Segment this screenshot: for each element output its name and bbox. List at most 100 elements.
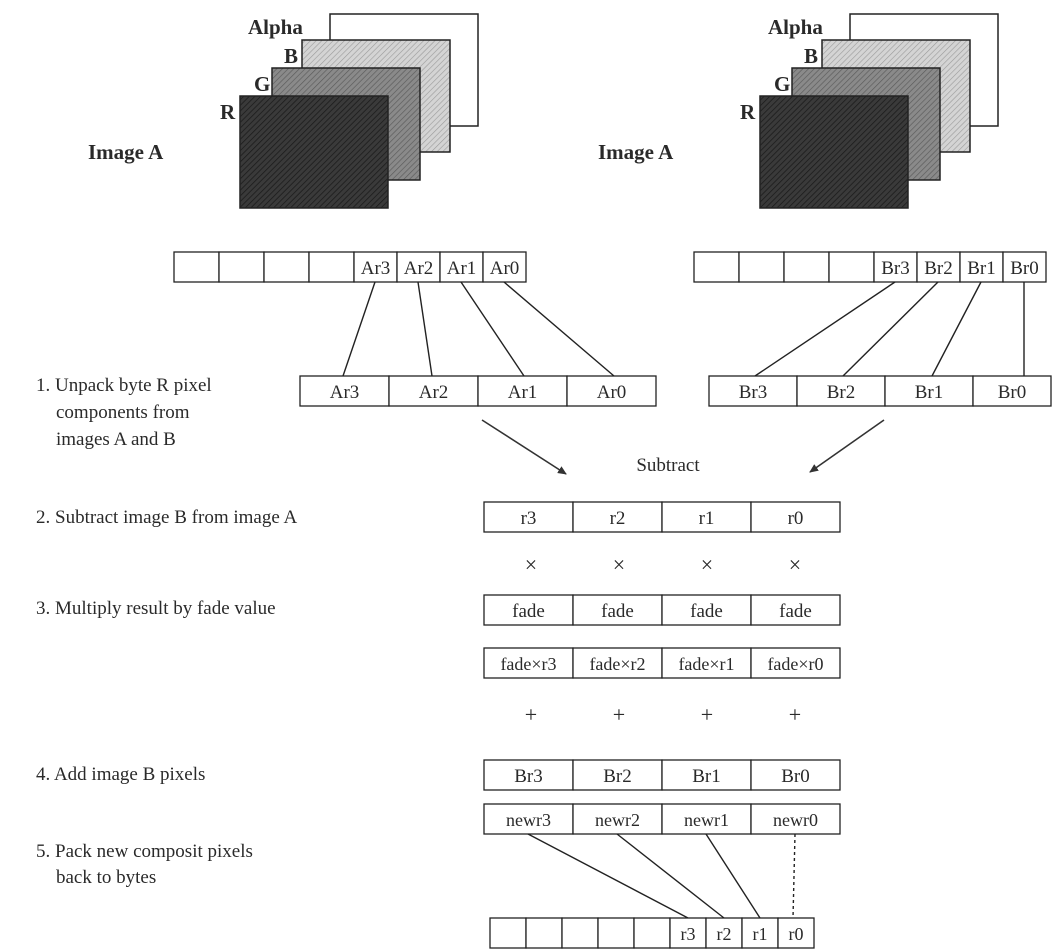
add-b-label: Br2 bbox=[603, 766, 632, 787]
step-1-line-2: components from bbox=[56, 402, 190, 423]
packed-label: r3 bbox=[681, 924, 696, 944]
unpacked-label: Ar1 bbox=[508, 382, 538, 403]
reg-cell bbox=[218, 251, 265, 283]
reg-cell-label: Ar3 bbox=[361, 258, 391, 279]
unpacked-label: Br1 bbox=[915, 382, 944, 403]
unpack-connectors-a bbox=[342, 281, 615, 377]
alpha-label: Alpha bbox=[248, 15, 303, 39]
fade-label: fade bbox=[601, 601, 634, 622]
reg-cell-label: Ar0 bbox=[490, 258, 520, 279]
fade-label: fade bbox=[512, 601, 545, 622]
add-b-cell bbox=[750, 759, 841, 791]
step-2: 2. Subtract image B from image A bbox=[36, 507, 297, 528]
unpack-connectors-b bbox=[754, 281, 1025, 377]
reg-cell-label: Ar2 bbox=[404, 258, 434, 279]
fade-cell bbox=[572, 594, 663, 626]
b-label: B bbox=[284, 44, 298, 68]
newr-label: newr2 bbox=[595, 810, 640, 830]
packed-label: r2 bbox=[717, 924, 732, 944]
diff-cell bbox=[483, 501, 574, 533]
packed-cell bbox=[561, 917, 599, 949]
product-row: fade×r3 fade×r2 fade×r1 fade×r0 bbox=[483, 647, 841, 679]
product-label: fade×r0 bbox=[767, 654, 823, 674]
multiply-symbol: × bbox=[789, 552, 801, 577]
plus-symbol: + bbox=[701, 702, 713, 727]
step-1-line-3: images A and B bbox=[56, 429, 176, 450]
unpacked-cell bbox=[796, 375, 886, 407]
packed-result-register: r3 r2 r1 r0 bbox=[489, 917, 815, 949]
plus-symbol: + bbox=[789, 702, 801, 727]
fade-cell bbox=[483, 594, 574, 626]
packed-cell bbox=[597, 917, 635, 949]
image-label-left: Image A bbox=[88, 140, 164, 164]
product-label: fade×r3 bbox=[500, 654, 556, 674]
reg-cell-label: Br2 bbox=[924, 258, 953, 279]
step-3: 3. Multiply result by fade value bbox=[36, 598, 276, 619]
arrow-a-to-subtract bbox=[481, 419, 567, 475]
diff-label: r0 bbox=[788, 508, 804, 529]
pack-connectors bbox=[527, 833, 796, 919]
step-5-line-2: back to bytes bbox=[56, 867, 156, 888]
step-descriptions: 1. Unpack byte R pixel components from i… bbox=[36, 375, 297, 888]
unpacked-label: Br2 bbox=[827, 382, 856, 403]
multiply-symbol: × bbox=[613, 552, 625, 577]
reg-cell bbox=[396, 251, 441, 283]
packed-cell bbox=[633, 917, 671, 949]
reg-cell bbox=[959, 251, 1004, 283]
multiply-symbol: × bbox=[701, 552, 713, 577]
reg-cell bbox=[828, 251, 875, 283]
step-5-line-1: 5. Pack new composit pixels bbox=[36, 841, 253, 862]
subtract-label: Subtract bbox=[636, 455, 700, 476]
unpacked-cell bbox=[299, 375, 390, 407]
plus-symbols: + + + + bbox=[525, 702, 801, 727]
reg-cell bbox=[916, 251, 961, 283]
diff-label: r3 bbox=[521, 508, 537, 529]
plus-symbol: + bbox=[525, 702, 537, 727]
image-layer-stack-right: Alpha B G R Image A bbox=[598, 13, 999, 209]
reg-cell-label: Br0 bbox=[1010, 258, 1039, 279]
add-b-row: Br3 Br2 Br1 Br0 bbox=[483, 759, 841, 791]
fade-row: fade fade fade fade bbox=[483, 594, 841, 626]
fade-cell bbox=[750, 594, 841, 626]
r-label: R bbox=[740, 100, 756, 124]
alpha-label: Alpha bbox=[768, 15, 823, 39]
diff-label: r2 bbox=[610, 508, 626, 529]
difference-row: r3 r2 r1 r0 bbox=[483, 501, 841, 533]
multiply-symbols: × × × × bbox=[525, 552, 801, 577]
unpacked-label: Br3 bbox=[739, 382, 768, 403]
reg-cell bbox=[173, 251, 220, 283]
product-cell bbox=[572, 647, 663, 679]
reg-cell bbox=[738, 251, 785, 283]
add-b-label: Br3 bbox=[514, 766, 543, 787]
g-label: G bbox=[254, 72, 270, 96]
step-1-line-1: 1. Unpack byte R pixel bbox=[36, 375, 212, 396]
reg-cell bbox=[1002, 251, 1047, 283]
add-b-label: Br0 bbox=[781, 766, 810, 787]
newr-label: newr1 bbox=[684, 810, 729, 830]
add-b-cell bbox=[661, 759, 752, 791]
plus-symbol: + bbox=[613, 702, 625, 727]
packed-cell bbox=[525, 917, 563, 949]
unpacked-a-row: Ar3 Ar2 Ar1 Ar0 bbox=[299, 375, 657, 407]
newr-cell bbox=[750, 803, 841, 835]
reg-cell-label: Br1 bbox=[967, 258, 996, 279]
step-4: 4. Add image B pixels bbox=[36, 764, 205, 785]
add-b-cell bbox=[483, 759, 574, 791]
diff-cell bbox=[572, 501, 663, 533]
unpacked-b-row: Br3 Br2 Br1 Br0 bbox=[708, 375, 1052, 407]
packed-cell bbox=[489, 917, 527, 949]
fade-label: fade bbox=[690, 601, 723, 622]
unpacked-label: Ar2 bbox=[419, 382, 449, 403]
unpacked-cell bbox=[708, 375, 798, 407]
arrow-b-to-subtract bbox=[809, 419, 885, 473]
reg-cell bbox=[783, 251, 830, 283]
product-label: fade×r2 bbox=[589, 654, 645, 674]
unpacked-cell bbox=[972, 375, 1052, 407]
image-label-right: Image A bbox=[598, 140, 674, 164]
unpacked-cell bbox=[884, 375, 974, 407]
packed-cell bbox=[777, 917, 815, 949]
r-layer bbox=[239, 95, 389, 209]
reg-cell bbox=[308, 251, 355, 283]
unpacked-label: Ar3 bbox=[330, 382, 360, 403]
